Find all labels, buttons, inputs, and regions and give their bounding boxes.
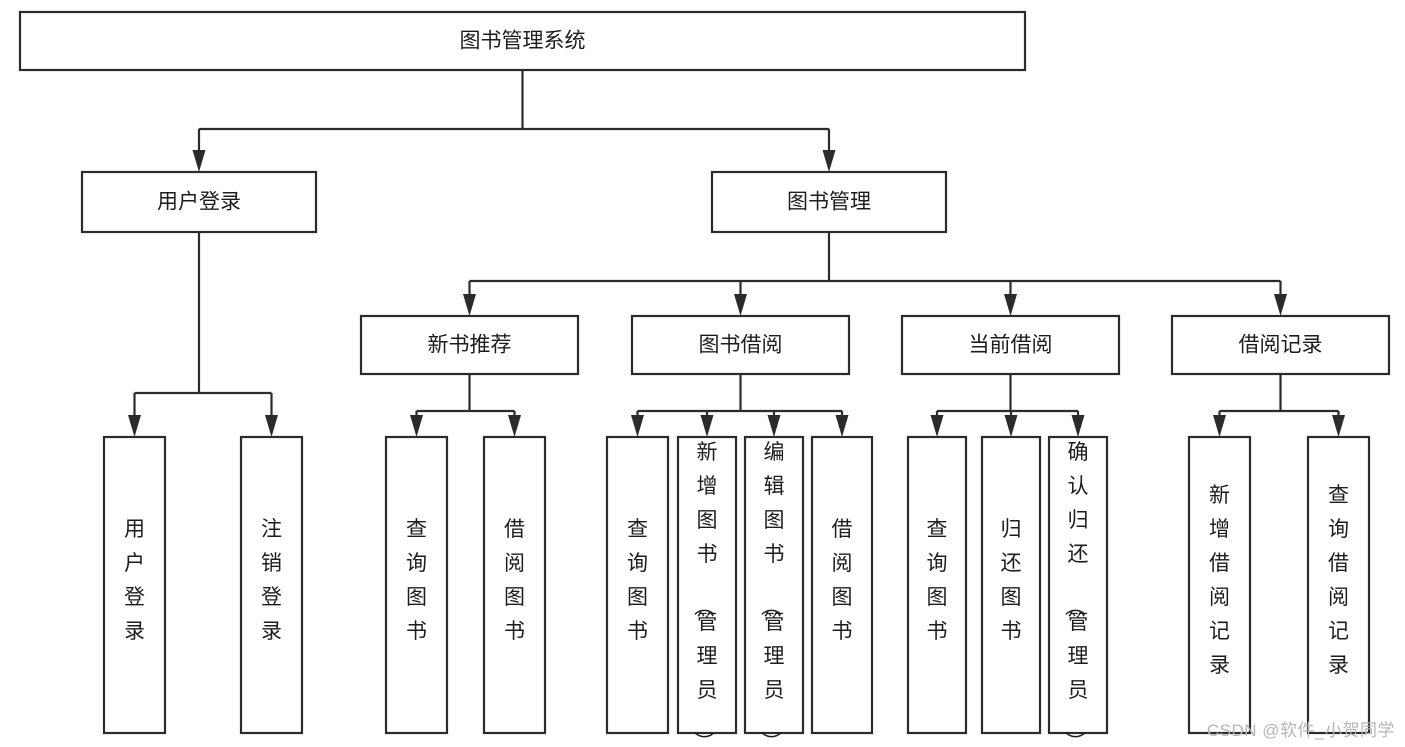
node-n-current[interactable]: 当前借阅 (900, 314, 1121, 376)
node-l-query-book-2[interactable]: 查询图书 (605, 435, 670, 735)
node-label: 用户登录 (124, 518, 145, 643)
node-label: 借阅图书 (504, 518, 525, 643)
node-label: 查询借阅记录 (1328, 484, 1349, 677)
node-label: 查询图书 (627, 518, 648, 643)
node-label: 图书管理系统 (460, 30, 586, 53)
csdn-watermark: CSDN @软件_小贺同学 (1206, 721, 1395, 740)
node-label: 注销登录 (261, 518, 282, 643)
edge-group-n-new-rec (410, 374, 521, 437)
node-l-add-book[interactable]: 新增图书（管理员） (676, 435, 738, 747)
node-label: 新增借阅记录 (1209, 484, 1230, 677)
node-n-new-rec[interactable]: 新书推荐 (359, 314, 580, 376)
node-n-borrow[interactable]: 图书借阅 (630, 314, 851, 376)
connector-layer (128, 70, 1345, 437)
edge-group-root (192, 70, 836, 172)
node-label: 当前借阅 (969, 334, 1053, 357)
edge-group-n-record (1213, 374, 1345, 437)
node-label: 用户登录 (157, 191, 241, 214)
edge-group-n-user-login (128, 232, 278, 437)
node-n-user-login[interactable]: 用户登录 (80, 170, 318, 234)
edge-group-n-borrow (631, 374, 849, 437)
node-label: 新增图书（管理员） (692, 441, 718, 747)
node-label: 图书管理 (787, 191, 871, 214)
node-l-edit-book[interactable]: 编辑图书（管理员） (743, 435, 805, 747)
node-layer: 图书管理系统用户登录图书管理新书推荐图书借阅当前借阅借阅记录用户登录注销登录查询… (18, 10, 1391, 747)
node-label: 借阅图书 (832, 518, 853, 643)
node-root[interactable]: 图书管理系统 (18, 10, 1027, 72)
node-l-query-record[interactable]: 查询借阅记录 (1306, 435, 1371, 735)
node-l-user-login[interactable]: 用户登录 (102, 435, 167, 735)
edge-group-n-book-mgmt (463, 232, 1287, 316)
node-n-record[interactable]: 借阅记录 (1170, 314, 1391, 376)
node-l-borrow-book-1[interactable]: 借阅图书 (482, 435, 547, 735)
node-label: 查询图书 (927, 518, 948, 643)
edge-group-n-current (930, 374, 1085, 437)
node-n-book-mgmt[interactable]: 图书管理 (710, 170, 948, 234)
node-l-confirm-return[interactable]: 确认归还（管理员） (1047, 435, 1109, 747)
node-l-borrow-book-2[interactable]: 借阅图书 (810, 435, 874, 735)
node-label: 编辑图书（管理员） (759, 441, 785, 747)
node-l-logout[interactable]: 注销登录 (239, 435, 304, 735)
node-label: 图书借阅 (699, 334, 783, 357)
node-label: 新书推荐 (428, 334, 512, 357)
node-label: 归还图书 (1001, 518, 1022, 643)
node-l-add-record[interactable]: 新增借阅记录 (1187, 435, 1252, 735)
node-label: 确认归还（管理员） (1063, 441, 1089, 747)
node-label: 查询图书 (406, 518, 427, 643)
node-label: 借阅记录 (1239, 334, 1323, 357)
node-l-query-book-3[interactable]: 查询图书 (906, 435, 968, 735)
node-l-return-book[interactable]: 归还图书 (980, 435, 1042, 735)
node-l-query-book-1[interactable]: 查询图书 (384, 435, 449, 735)
